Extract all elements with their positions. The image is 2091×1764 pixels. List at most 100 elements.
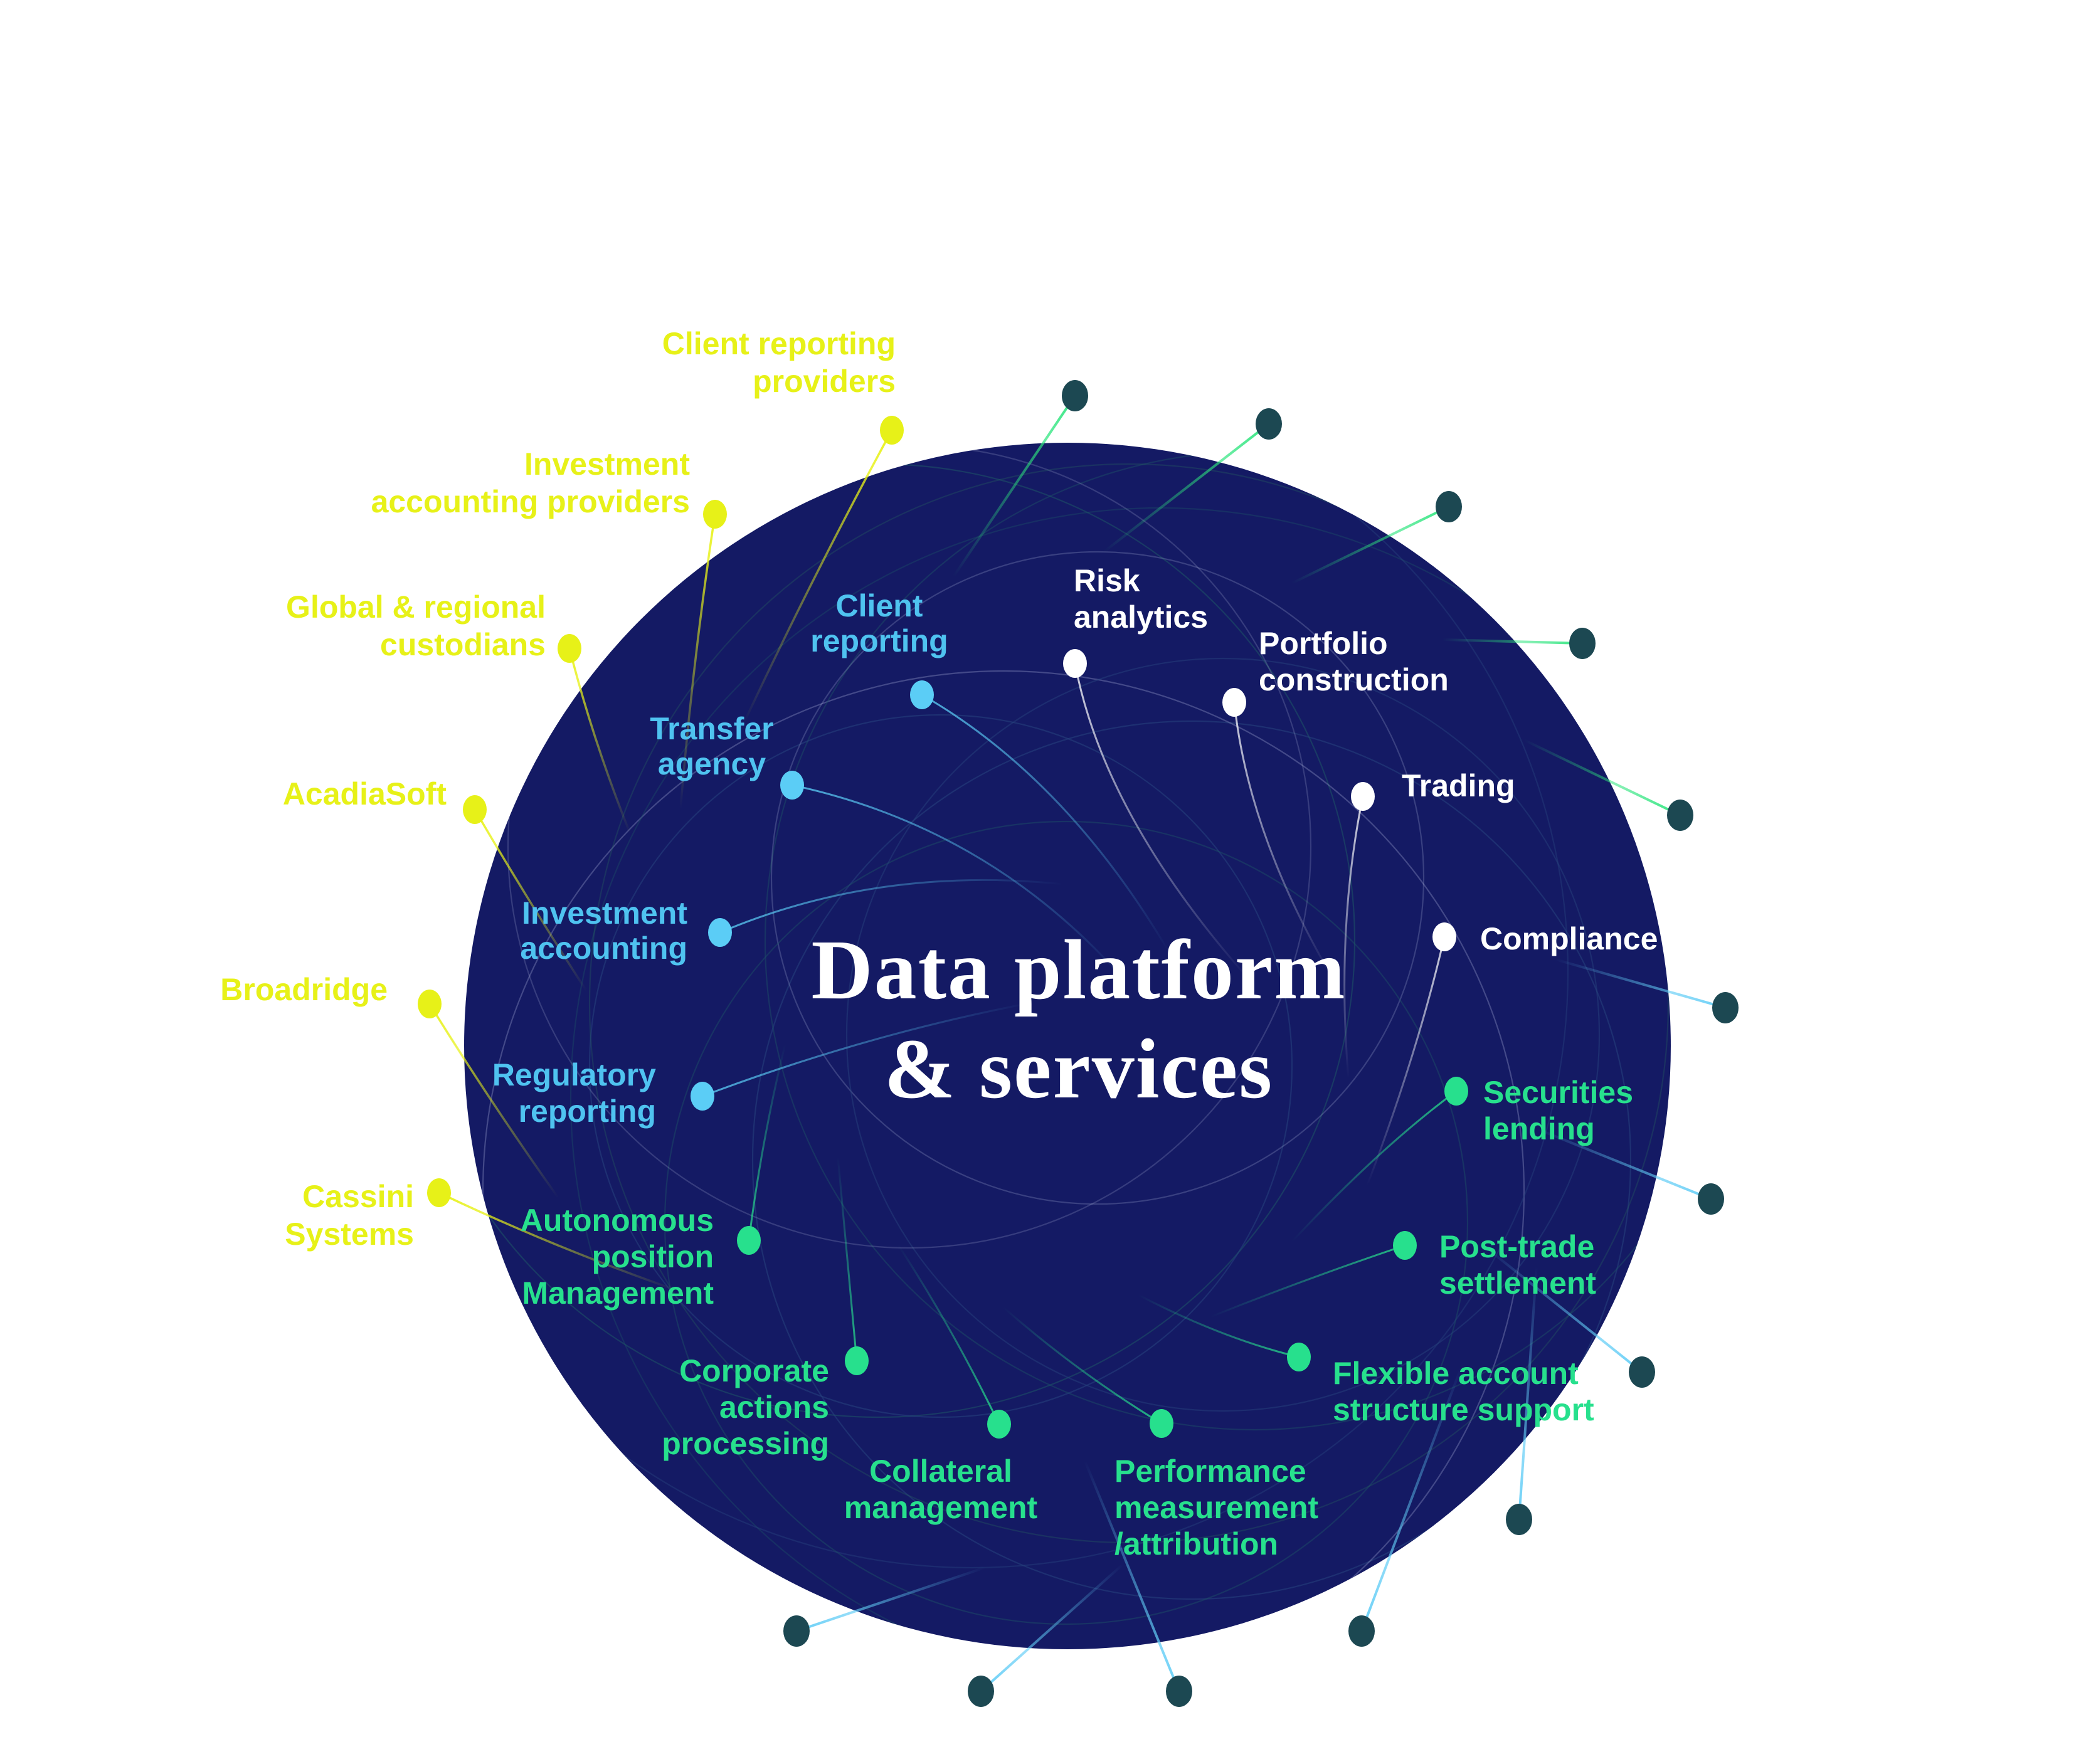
- background-arc: [588, 714, 1293, 1418]
- outer-dot-3-line: [1291, 505, 1449, 584]
- collateral-management-connector-line: [897, 1244, 1000, 1425]
- performance-measurement-dot: [1150, 1409, 1173, 1438]
- autonomous-position-management-dot: [737, 1226, 761, 1255]
- outer-dot-9-line: [1518, 1266, 1538, 1520]
- outer-dot-11-line: [1084, 1460, 1180, 1692]
- cassini-systems-dot: [427, 1178, 451, 1207]
- trading-connector-line: [1343, 796, 1364, 1079]
- outer-dot-3: [1436, 491, 1462, 522]
- background-arc: [588, 463, 1670, 1544]
- background-arc: [845, 657, 1601, 1412]
- outer-dot-12-line: [980, 1563, 1124, 1693]
- outer-dot-4: [1569, 628, 1596, 659]
- autonomous-position-management-connector-line: [748, 1043, 786, 1241]
- investment-accounting-providers-connector-line: [679, 514, 716, 810]
- securities-lending-dot: [1444, 1077, 1468, 1106]
- trading-dot: [1351, 782, 1375, 811]
- outer-dot-7: [1698, 1183, 1724, 1215]
- outer-dot-2: [1256, 408, 1282, 440]
- outer-dot-6: [1712, 992, 1739, 1023]
- background-arc: [664, 820, 1469, 1625]
- portfolio-construction-dot: [1222, 688, 1246, 717]
- outer-dot-5: [1667, 800, 1693, 831]
- platform-title-line2: & services: [884, 1022, 1274, 1116]
- outer-dot-10-line: [1360, 1366, 1463, 1632]
- client-reporting-providers-connector-line: [742, 430, 893, 725]
- client-reporting-dot: [910, 680, 934, 709]
- broadridge-dot: [418, 990, 442, 1018]
- outer-dot-1: [1062, 380, 1088, 411]
- risk-analytics-connector-line: [1074, 663, 1249, 979]
- background-arc: [482, 670, 1525, 1649]
- outer-dot-1-line: [952, 394, 1076, 578]
- transfer-agency-connector-line: [791, 784, 1127, 982]
- outer-dot-4-line: [1442, 638, 1583, 645]
- outer-dot-9: [1506, 1504, 1532, 1535]
- background-arc: [464, 443, 1569, 1569]
- outer-dot-13: [783, 1615, 810, 1647]
- regulatory-reporting-connector-line: [702, 1002, 1029, 1097]
- corporate-actions-processing-dot: [845, 1346, 869, 1375]
- risk-analytics-dot: [1063, 649, 1087, 678]
- platform-circle: [464, 443, 1671, 1649]
- client-reporting-providers-dot: [880, 416, 904, 445]
- outer-dot-13-line: [796, 1566, 985, 1632]
- broadridge-label: Broadridge: [220, 972, 388, 1007]
- flexible-account-structure-dot: [1287, 1343, 1311, 1371]
- platform-title: Data platform & services: [811, 921, 1346, 1119]
- background-arc: [770, 551, 1425, 1205]
- outer-dot-2-line: [1103, 423, 1270, 553]
- client-reporting-connector-line: [921, 694, 1171, 954]
- outer-dot-7-line: [1536, 1128, 1712, 1200]
- outer-dot-8-line: [1485, 1247, 1643, 1373]
- outer-dot-6-line: [1555, 958, 1726, 1009]
- compliance-label: Compliance: [1480, 921, 1658, 956]
- background-arc: [751, 720, 1632, 1600]
- acadiasoft-connector-line: [474, 809, 588, 991]
- global-regional-custodians-connector-line: [568, 648, 632, 835]
- compliance-connector-line: [1366, 936, 1446, 1186]
- global-regional-custodians-dot: [558, 634, 581, 663]
- transfer-agency-dot: [780, 771, 804, 800]
- broadridge-connector-line: [428, 1003, 559, 1199]
- investment-accounting-providers-dot: [703, 500, 727, 529]
- flexible-account-structure-connector-line: [1138, 1294, 1300, 1358]
- regulatory-reporting-dot: [691, 1082, 714, 1111]
- outer-dot-12: [968, 1676, 994, 1707]
- platform-title-line1: Data platform: [811, 923, 1347, 1017]
- post-trade-settlement-dot: [1393, 1231, 1417, 1260]
- portfolio-construction-connector-line: [1233, 702, 1334, 979]
- investment-accounting-dot: [708, 918, 732, 947]
- outer-dot-8: [1629, 1356, 1655, 1388]
- compliance-dot: [1432, 922, 1456, 951]
- acadiasoft-dot: [463, 795, 487, 824]
- cassini-systems-connector-line: [438, 1191, 678, 1292]
- securities-lending-connector-line: [1291, 1090, 1457, 1243]
- post-trade-settlement-connector-line: [1210, 1244, 1405, 1318]
- acadiasoft-label: AcadiaSoft: [283, 776, 447, 811]
- outer-dot-11: [1166, 1676, 1192, 1707]
- investment-accounting-connector-line: [719, 879, 1064, 934]
- outer-dot-10: [1348, 1615, 1375, 1647]
- collateral-management-dot: [987, 1410, 1011, 1439]
- performance-measurement-connector-line: [1003, 1306, 1162, 1425]
